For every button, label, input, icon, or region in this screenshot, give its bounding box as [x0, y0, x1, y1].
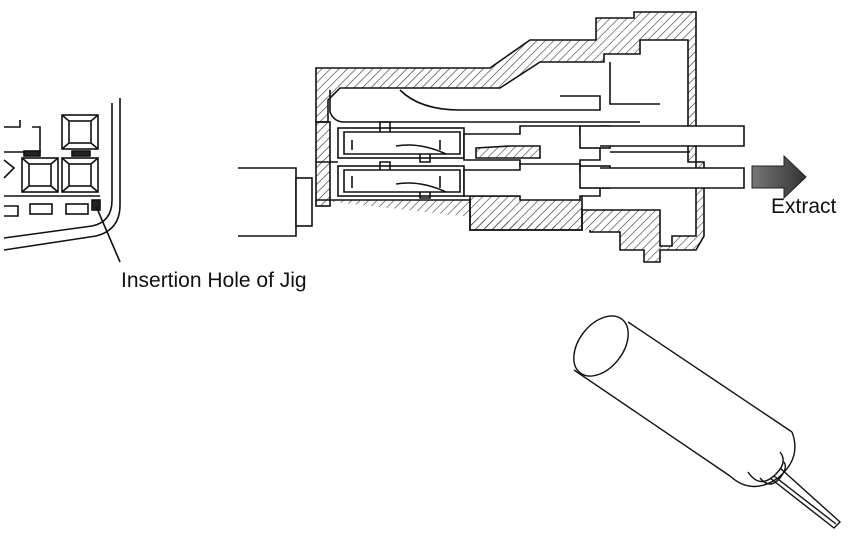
insertion-hole-pointer — [95, 205, 121, 263]
jig-tool — [573, 315, 842, 529]
extract-label: Extract — [771, 195, 837, 218]
insertion-hole-label: Insertion Hole of Jig — [121, 269, 307, 292]
connector-front-view — [3, 98, 121, 251]
right-arrow-icon — [751, 154, 807, 200]
connector-cross-section — [238, 11, 745, 263]
